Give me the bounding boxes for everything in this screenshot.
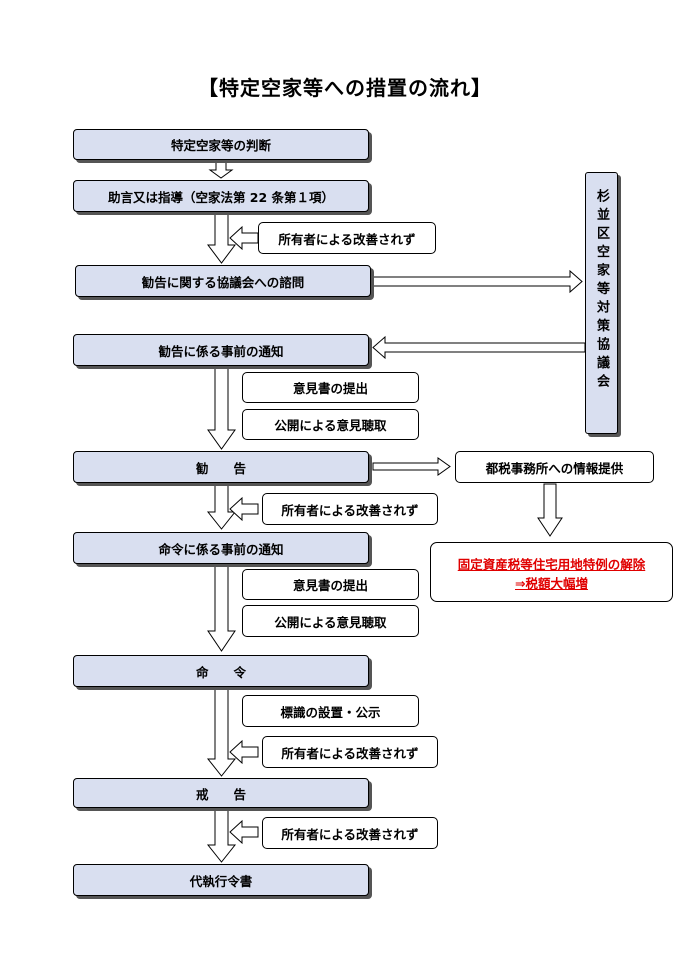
council-label: 杉並区空家等対策協議会 [594,189,609,393]
down-arrow [207,212,236,264]
left-arrow [229,496,259,522]
down-arrow [206,808,237,863]
left-arrow [372,335,586,360]
step-advice-guidance: 助言又は指導（空家法第 22 条第１項） [73,180,369,212]
note-not-improved: 所有者による改善されず [262,493,438,525]
down-arrow [208,161,234,179]
right-arrow [372,269,583,294]
left-arrow [229,225,259,251]
tax-result-line2: ⇒税額大幅増 [515,576,588,591]
right-arrow [372,457,451,476]
note-not-improved: 所有者による改善されず [258,222,436,254]
note-opinion-submission: 意見書の提出 [242,569,419,600]
step-judgement: 特定空家等の判断 [73,129,369,160]
tax-result-box: 固定資産税等住宅用地特例の解除 ⇒税額大幅増 [430,542,673,602]
note-public-hearing: 公開による意見聴取 [242,409,419,440]
tax-result-line1: 固定資産税等住宅用地特例の解除 [457,557,646,572]
council-box: 杉並区空家等対策協議会 [585,172,618,434]
step-order-notice: 命令に係る事前の通知 [73,532,369,564]
step-recommendation-notice: 勧告に係る事前の通知 [73,334,369,366]
down-arrow [537,483,563,537]
note-not-improved: 所有者による改善されず [262,817,438,849]
down-arrow [207,565,236,652]
down-arrow [207,366,236,450]
left-arrow [229,739,259,765]
down-arrow [206,483,237,530]
left-arrow [229,819,259,845]
note-opinion-submission: 意見書の提出 [242,372,419,403]
down-arrow [206,687,237,777]
step-execution-writ: 代執行令書 [73,864,369,896]
page-title: 【特定空家等への措置の流れ】 [198,76,492,100]
note-sign-notice: 標識の設置・公示 [242,695,419,727]
step-warning: 戒 告 [73,778,369,808]
note-public-hearing: 公開による意見聴取 [242,605,419,637]
note-not-improved: 所有者による改善されず [262,736,438,768]
tax-office-box: 都税事務所への情報提供 [455,451,654,483]
step-recommendation: 勧 告 [73,451,369,483]
step-order: 命 令 [73,655,369,687]
step-council-consultation: 勧告に関する協議会への諮問 [75,265,371,297]
